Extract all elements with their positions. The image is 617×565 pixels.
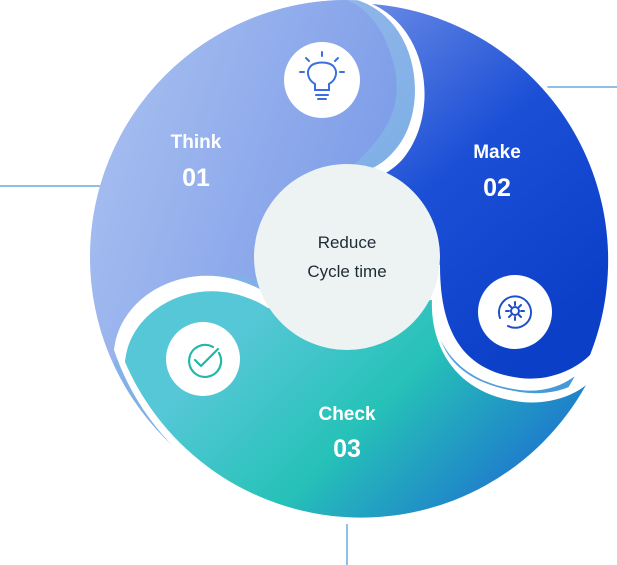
lightbulb-icon <box>299 51 345 100</box>
segment-make <box>345 4 609 379</box>
center-circle <box>254 164 440 350</box>
gear-icon <box>498 295 532 329</box>
check-circle-icon <box>188 343 223 378</box>
segment-check-number: 03 <box>333 435 361 463</box>
segment-think-title: Think <box>171 132 222 153</box>
segment-check-title: Check <box>318 404 375 425</box>
gear-icon-badge <box>478 275 552 349</box>
segment-make-number: 02 <box>483 174 511 202</box>
check-circle-icon-badge <box>166 322 240 396</box>
segment-check <box>125 291 586 518</box>
segment-think-number: 01 <box>182 164 210 192</box>
center-title-line2: Cycle time <box>307 262 386 281</box>
center-title-line1: Reduce <box>318 233 377 252</box>
lightbulb-icon-badge <box>284 42 360 118</box>
segment-make-title: Make <box>473 142 521 163</box>
